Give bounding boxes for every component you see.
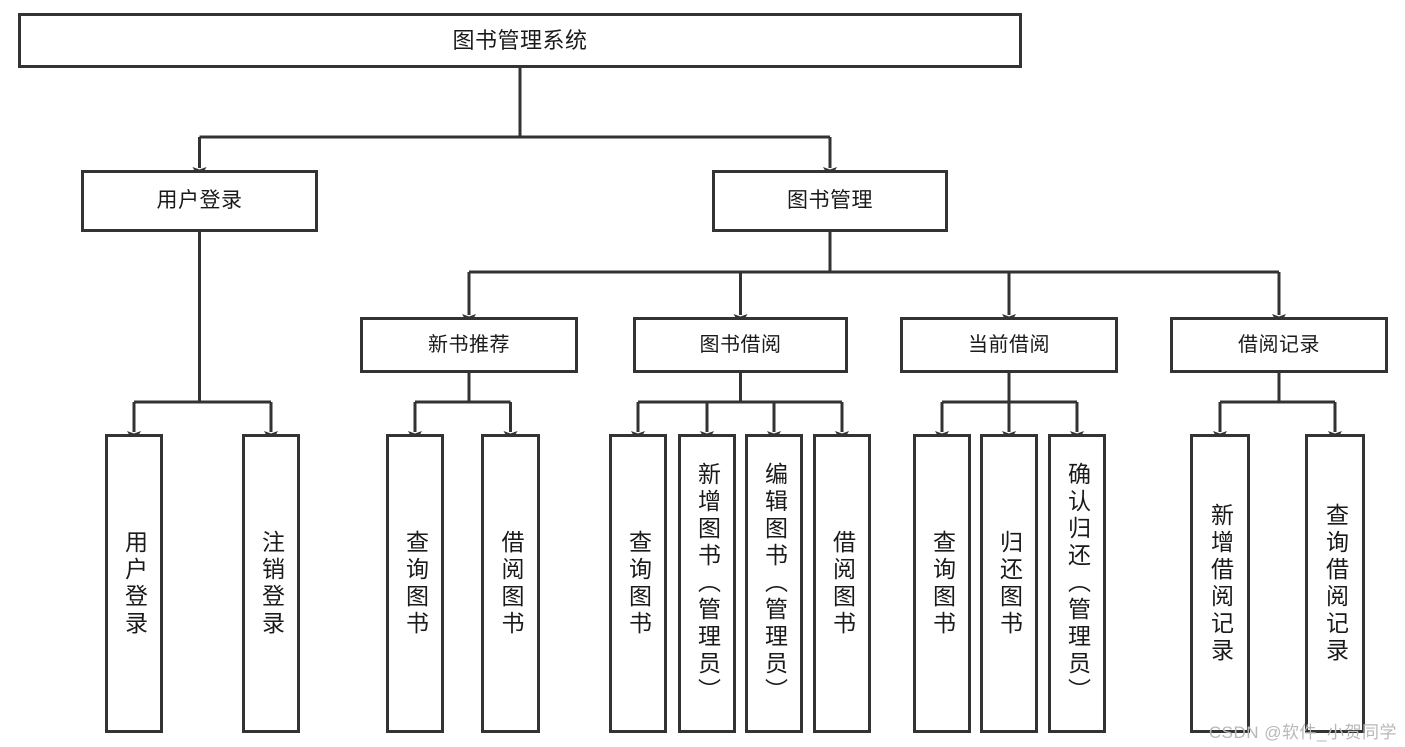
node-book-manage[interactable]: 图书管理: [712, 170, 948, 232]
node-label: 用户登录: [156, 188, 243, 212]
node-label: 当前借阅: [968, 333, 1050, 356]
node-label: 注销登录: [258, 529, 285, 638]
node-label: 查询借阅记录: [1322, 502, 1349, 665]
node-new-book-rec[interactable]: 新书推荐: [360, 317, 578, 373]
leaf-leaf-user-login[interactable]: 用户登录: [105, 434, 163, 733]
node-label: 用户登录: [121, 529, 148, 638]
leaf-leaf-add-book[interactable]: 新增图书（管理员）: [678, 434, 736, 733]
node-label: 新书推荐: [428, 333, 510, 356]
leaf-leaf-return-book[interactable]: 归还图书: [980, 434, 1038, 733]
leaf-leaf-edit-book[interactable]: 编辑图书（管理员）: [745, 434, 803, 733]
leaf-leaf-query-book-rec[interactable]: 查询图书: [386, 434, 444, 733]
leaf-leaf-query-book-cur[interactable]: 查询图书: [913, 434, 971, 733]
node-borrow-record[interactable]: 借阅记录: [1170, 317, 1388, 373]
node-book-borrow[interactable]: 图书借阅: [633, 317, 848, 373]
node-label: 新增图书（管理员）: [694, 462, 721, 705]
node-label: 借阅图书: [498, 529, 524, 638]
csdn-watermark: CSDN @软件_小贺同学: [1208, 723, 1397, 742]
leaf-leaf-borrow-book[interactable]: 借阅图书: [813, 434, 871, 733]
leaf-leaf-add-record[interactable]: 新增借阅记录: [1190, 434, 1250, 733]
node-label: 编辑图书（管理员）: [761, 462, 788, 705]
node-root[interactable]: 图书管理系统: [18, 13, 1022, 68]
node-user-login[interactable]: 用户登录: [81, 170, 318, 232]
node-label: 归还图书: [996, 529, 1023, 638]
node-label: 查询图书: [402, 529, 429, 638]
node-label: 图书借阅: [699, 333, 782, 356]
node-label: 图书管理: [787, 188, 873, 212]
leaf-leaf-borrow-book-rec[interactable]: 借阅图书: [481, 434, 540, 733]
leaf-leaf-confirm-return[interactable]: 确认归还（管理员）: [1048, 434, 1106, 733]
leaf-leaf-user-logout[interactable]: 注销登录: [242, 434, 300, 733]
node-label: 借阅记录: [1238, 333, 1320, 356]
leaf-leaf-query-record[interactable]: 查询借阅记录: [1305, 434, 1365, 733]
node-current-borrow[interactable]: 当前借阅: [900, 317, 1118, 373]
node-label: 借阅图书: [829, 529, 856, 638]
node-label: 确认归还（管理员）: [1064, 462, 1091, 705]
node-label: 图书管理系统: [452, 27, 588, 53]
node-label: 查询图书: [929, 529, 956, 638]
leaf-leaf-query-book[interactable]: 查询图书: [609, 434, 667, 733]
node-label: 查询图书: [625, 529, 652, 638]
node-label: 新增借阅记录: [1207, 502, 1234, 665]
